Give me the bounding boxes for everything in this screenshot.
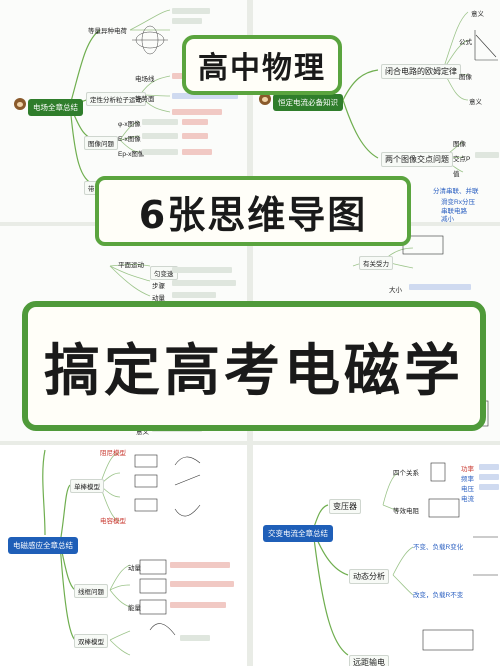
formula-block	[409, 284, 471, 290]
leaf-node: 大小	[389, 287, 402, 294]
leaf-node: 不变、负载R变化	[413, 544, 464, 551]
leaf-node: Ep-x图像	[118, 151, 145, 158]
formula-block	[479, 464, 499, 470]
leaf-node: 滑变Rx分压	[441, 199, 475, 206]
leaf-node: 电压	[461, 486, 474, 493]
mindmap-lines	[312, 462, 498, 656]
leaf-node: 值	[453, 171, 460, 178]
leaf-node: 减小	[441, 216, 454, 222]
leaf-node: 图像	[453, 141, 466, 148]
leaf-node: 图像	[459, 74, 472, 81]
leaf-node: 电场线	[135, 76, 155, 83]
mindmap-em-induction: 电磁感应全章总结 单棒模型 线框问题 双棒模型 阻尼模型 电容模型 动量 能量	[0, 445, 247, 666]
formula-block	[170, 602, 226, 608]
branch-node: 图像问题	[84, 136, 118, 150]
leaf-node: 步骤	[152, 283, 165, 290]
formula-block	[475, 152, 499, 158]
leaf-node: 电流	[461, 496, 474, 503]
branch-node: 单棒模型	[70, 479, 104, 493]
formula-block	[170, 581, 234, 587]
formula-block	[182, 133, 208, 139]
branch-node: 闭合电路的欧姆定律	[381, 64, 461, 79]
formula-block	[172, 292, 216, 298]
formula-block	[182, 119, 208, 125]
branch-node: 双棒模型	[74, 634, 108, 648]
leaf-node: 改变，负载R不变	[413, 592, 464, 599]
formula-block	[172, 8, 210, 14]
formula-block	[142, 119, 178, 125]
mindmap-ac: 交变电流全章总结 变压器 动态分析 远距输电 四个关系 等效电阻 功率 频率 电…	[253, 445, 500, 666]
leaf-node: 意义	[469, 99, 482, 106]
monkey-logo-icon	[259, 93, 271, 105]
leaf-node: 动量	[128, 565, 141, 572]
formula-block	[180, 635, 210, 641]
leaf-node: 意义	[471, 11, 484, 18]
central-topic: 恒定电流必备知识	[273, 94, 343, 111]
leaf-node: 平面运动	[118, 262, 144, 269]
leaf-node: 串联电路	[441, 208, 467, 215]
leaf-node: 交点P	[453, 156, 471, 163]
leaf-node: 匀变速	[150, 266, 178, 280]
central-topic: 电磁感应全章总结	[8, 537, 78, 554]
leaf-node: 功率	[461, 466, 474, 473]
central-topic: 电场全章总结	[28, 99, 83, 116]
leaf-node: 等量异种电荷	[88, 28, 127, 35]
leaf-node: φ-x图像	[118, 121, 141, 128]
leaf-node: 等效电阻	[393, 508, 419, 515]
branch-node: 动态分析	[349, 569, 389, 584]
leaf-node: 频率	[461, 476, 474, 483]
leaf-node: 意义	[136, 429, 149, 436]
formula-block	[172, 280, 236, 286]
leaf-node: 阻尼模型	[100, 450, 126, 457]
mindmap-lines	[42, 449, 201, 656]
formula-block	[182, 149, 212, 155]
leaf-node: 电容模型	[100, 518, 126, 525]
formula-block	[479, 474, 499, 480]
leaf-node: 有关受力	[359, 256, 393, 270]
leaf-node: 四个关系	[393, 470, 419, 477]
formula-block	[172, 109, 222, 115]
leaf-node: E-x图像	[118, 136, 141, 143]
subtitle-banner: 6张思维导图	[95, 176, 411, 246]
formula-block	[142, 133, 178, 139]
leaf-node: 公式	[459, 39, 472, 46]
leaf-node: 分清串联、并联	[433, 188, 479, 195]
leaf-node: 能量	[128, 605, 141, 612]
leaf-node: 动量	[152, 295, 165, 302]
formula-block	[142, 149, 178, 155]
main-banner: 搞定高考电磁学	[22, 301, 486, 431]
leaf-node: 等势面	[135, 96, 155, 103]
monkey-logo-icon	[14, 98, 26, 110]
formula-block	[170, 562, 230, 568]
branch-node: 远距输电	[349, 655, 389, 666]
formula-block	[172, 93, 238, 99]
branch-node: 定性分析粒子运动	[86, 92, 146, 106]
formula-block	[172, 18, 202, 24]
branch-node: 两个图像交点问题	[381, 152, 453, 167]
title-banner: 高中物理	[182, 35, 342, 95]
formula-block	[172, 267, 232, 273]
central-topic: 交变电流全章总结	[263, 525, 333, 542]
branch-node: 线框问题	[74, 584, 108, 598]
branch-node: 变压器	[329, 499, 361, 514]
formula-block	[479, 484, 499, 490]
